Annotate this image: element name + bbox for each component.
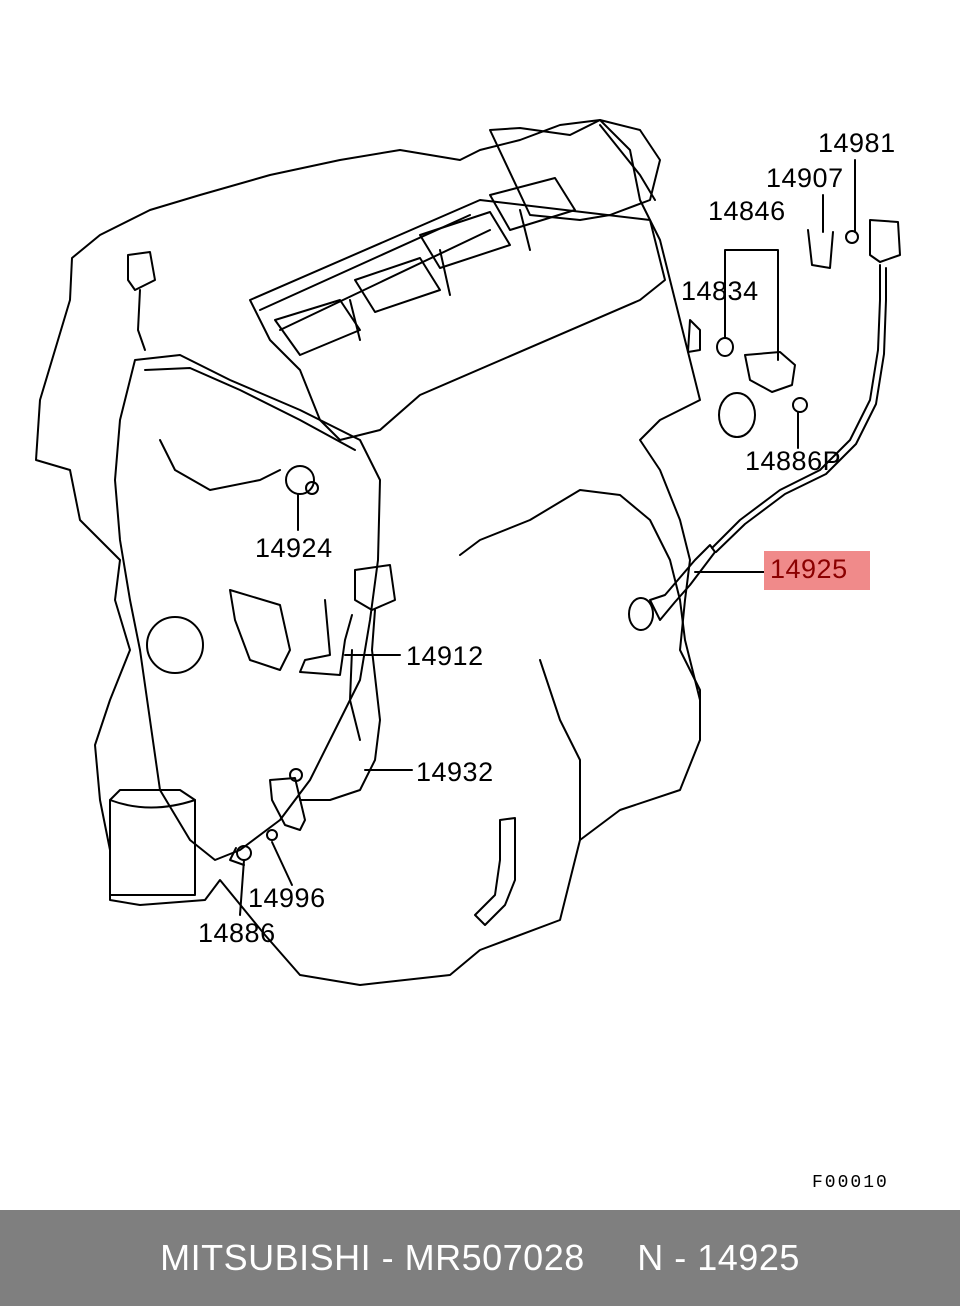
label-14886[interactable]: 14886: [198, 918, 276, 948]
label-14924[interactable]: 14924: [255, 533, 333, 563]
leader-14886: [239, 859, 245, 916]
label-14932[interactable]: 14932: [416, 757, 494, 787]
figure-code: F00010: [812, 1173, 889, 1193]
coil-pack-1: [274, 299, 361, 356]
engine-illustration: [35, 119, 901, 986]
crank-pulley: [146, 616, 204, 674]
footer-part-info: MITSUBISHI - MR507028 N - 14925: [160, 1237, 800, 1278]
timing-cover: [114, 354, 381, 861]
label-14907[interactable]: 14907: [766, 163, 844, 193]
bracket-14907: [807, 229, 834, 269]
label-14996[interactable]: 14996: [248, 883, 326, 913]
connector-14912: [354, 564, 396, 611]
washer-14996: [266, 829, 278, 841]
hose: [474, 817, 516, 926]
leader-14996: [271, 841, 293, 886]
crank-sensor-14932: [269, 777, 306, 831]
cam-sensor-14846: [744, 351, 796, 393]
sensor-14924: [285, 465, 315, 495]
label-14981[interactable]: 14981: [818, 128, 896, 158]
label-14912[interactable]: 14912: [406, 641, 484, 671]
oil-filter: [109, 789, 196, 896]
label-14886P[interactable]: 14886P: [745, 446, 842, 476]
bolt-14886P: [792, 397, 808, 413]
left-connector: [127, 251, 156, 291]
coil-pack-4: [489, 177, 576, 231]
o-ring-14834: [716, 337, 734, 357]
oxygen-sensor-14925: [649, 544, 716, 621]
bolt-14981: [845, 230, 859, 244]
valve-cover: [249, 199, 666, 441]
footer-bar: MITSUBISHI - MR507028 N - 14925: [0, 1210, 960, 1306]
coil-pack-3: [419, 211, 511, 269]
connector-14981: [869, 219, 901, 263]
label-14846[interactable]: 14846: [708, 196, 786, 226]
label-14834[interactable]: 14834: [681, 276, 759, 306]
parts-diagram: 14981 14907 14846 14834 14886P 14925 149…: [35, 119, 901, 1193]
label-14925-highlighted[interactable]: 14925: [764, 551, 870, 590]
coil-pack-2: [354, 257, 441, 313]
